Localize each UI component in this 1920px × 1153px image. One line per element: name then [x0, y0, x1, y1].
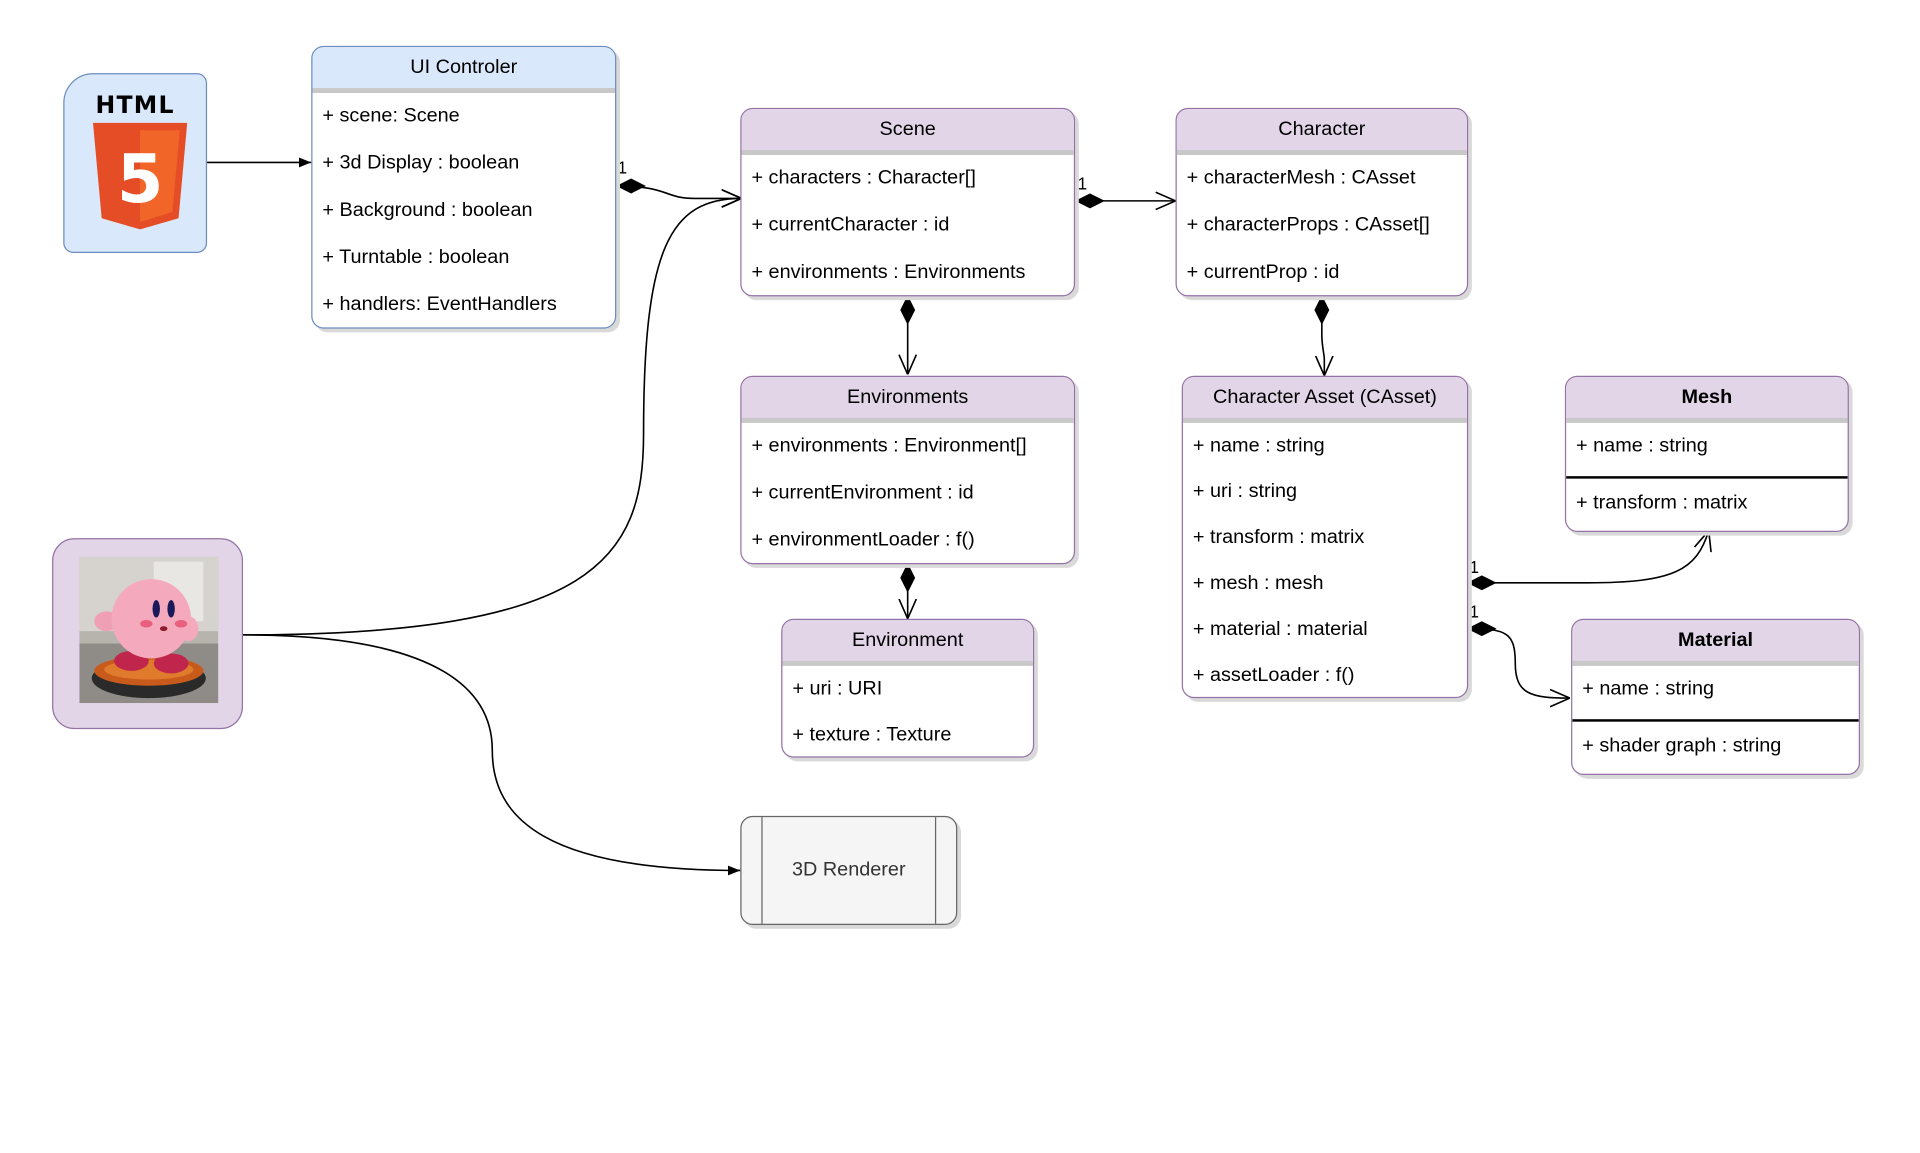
class-field: + texture : Texture: [792, 724, 952, 746]
class-attribute: + name : string: [1576, 435, 1708, 457]
class-field: + Turntable : boolean: [322, 246, 510, 268]
class-material[interactable]: Material + name : string + shader graph …: [1571, 618, 1860, 775]
class-attribute: + name : string: [1582, 678, 1715, 700]
class-field: + uri : URI: [792, 678, 883, 700]
class-title: Material: [1572, 620, 1859, 666]
class-title: Character: [1176, 109, 1467, 155]
class-environments[interactable]: Environments + environments : Environmen…: [740, 375, 1076, 565]
class-title: Environment: [782, 620, 1033, 666]
mult-asset-mesh: 1: [1469, 557, 1479, 577]
class-operation: + transform : matrix: [1576, 492, 1748, 514]
class-title: Character Asset (CAsset): [1182, 376, 1467, 423]
edge-asset-to-mesh: [1466, 531, 1709, 583]
class-field: + transform : matrix: [1192, 527, 1365, 549]
class-field: + environmentLoader : f(): [751, 529, 975, 551]
html5-label: HTML: [95, 91, 175, 120]
kirby-image-node[interactable]: [52, 538, 244, 730]
edge-ui-controller-to-scene: [616, 186, 742, 198]
mult-ui-scene: 1: [618, 158, 628, 178]
class-field: + currentCharacter : id: [751, 214, 950, 236]
class-title: Environments: [741, 376, 1074, 423]
class-mesh[interactable]: Mesh + name : string + transform : matri…: [1564, 375, 1849, 532]
class-field: + scene: Scene: [322, 105, 460, 127]
class-title: UI Controler: [312, 47, 616, 93]
class-environment[interactable]: Environment + uri : URI + texture : Text…: [781, 618, 1035, 758]
class-field: + mesh : mesh: [1192, 572, 1324, 594]
renderer-label: 3D Renderer: [791, 859, 906, 881]
class-character[interactable]: Character + characterMesh : CAsset + cha…: [1175, 107, 1469, 297]
mult-asset-material: 1: [1469, 602, 1479, 622]
class-field: + uri : string: [1192, 481, 1298, 503]
class-field: + handlers: EventHandlers: [322, 293, 557, 315]
class-field: + Background : boolean: [322, 199, 533, 221]
class-field: + characterProps : CAsset[]: [1186, 214, 1430, 236]
html5-node[interactable]: HTML 5: [63, 73, 208, 253]
class-field: + currentProp : id: [1186, 261, 1340, 283]
renderer-right-bar: [934, 817, 937, 924]
class-field: + name : string: [1192, 435, 1325, 457]
html5-shield-icon: 5: [93, 122, 188, 230]
kirby-figure-image: [79, 556, 219, 704]
renderer-left-bar: [761, 817, 763, 924]
html5-digit: 5: [117, 140, 164, 218]
class-field: + environments : Environments: [751, 261, 1026, 283]
edge-kirby-to-scene: [243, 198, 741, 636]
class-character-asset[interactable]: Character Asset (CAsset) + name : string…: [1181, 375, 1469, 699]
class-field: + material : material: [1192, 618, 1368, 640]
class-field: + 3d Display : boolean: [322, 152, 520, 174]
edge-character-to-asset: [1322, 295, 1324, 376]
class-field: + characters : Character[]: [751, 167, 976, 189]
edge-kirby-to-renderer: [243, 634, 741, 876]
class-field: + characterMesh : CAsset: [1186, 167, 1416, 189]
class-field: + currentEnvironment : id: [751, 482, 974, 504]
class-field: + environments : Environment[]: [751, 435, 1027, 457]
renderer-node[interactable]: 3D Renderer: [740, 815, 958, 926]
mult-scene-character: 1: [1078, 174, 1088, 194]
class-title: Mesh: [1566, 376, 1848, 423]
class-divider: [1566, 476, 1848, 479]
class-scene[interactable]: Scene + characters : Character[] + curre…: [740, 107, 1076, 297]
class-title: Scene: [741, 109, 1074, 155]
class-operation: + shader graph : string: [1582, 735, 1782, 757]
class-divider: [1572, 719, 1859, 722]
class-ui-controller[interactable]: UI Controler + scene: Scene + 3d Display…: [311, 45, 617, 329]
edge-asset-to-material: [1466, 629, 1570, 698]
class-field: + assetLoader : f(): [1192, 664, 1355, 686]
